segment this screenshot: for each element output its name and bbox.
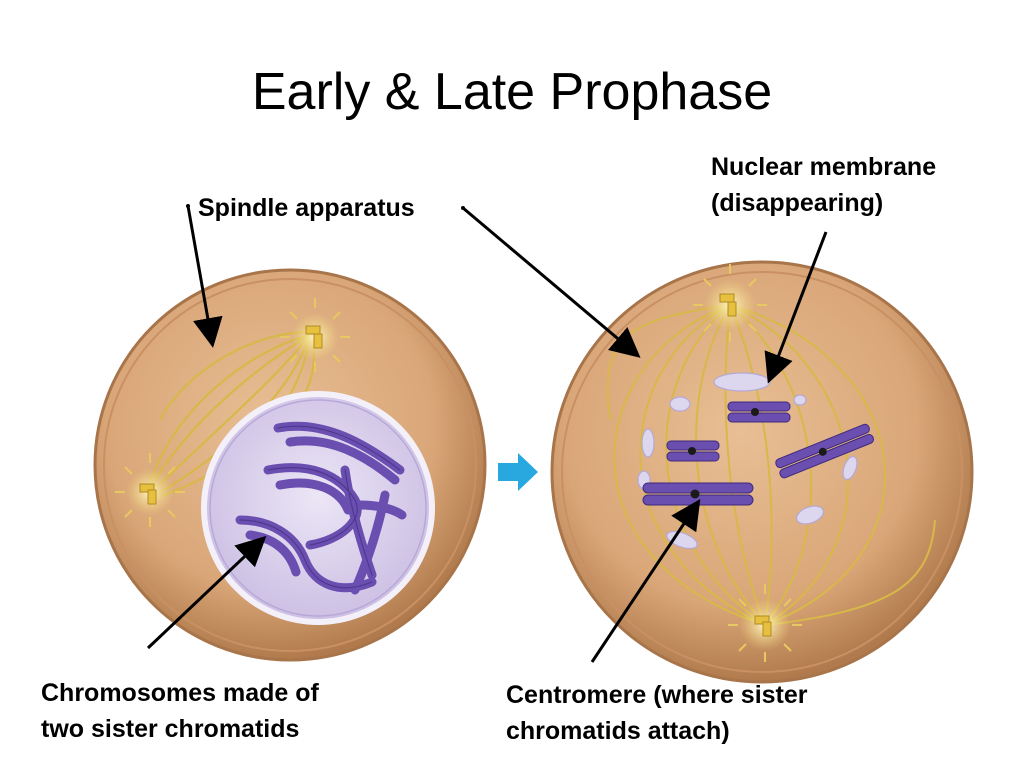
nuclear-membrane-label-line2: (disappearing) bbox=[711, 188, 884, 217]
chromosomes-label: Chromosomes made of two sister chromatid… bbox=[41, 676, 319, 747]
chromatids bbox=[235, 421, 407, 595]
spindle-right-pointer bbox=[462, 206, 641, 358]
cell-body bbox=[550, 260, 974, 684]
nuclear-membrane-label: Nuclear membrane (disappearing) bbox=[711, 150, 936, 221]
centrosome-icon bbox=[693, 264, 767, 342]
chromosomes-label-line1: Chromosomes made of bbox=[41, 679, 319, 707]
centromere-label: Centromere (where sister chromatids atta… bbox=[506, 678, 808, 749]
centrosome-icon bbox=[728, 584, 802, 662]
early-prophase-cell bbox=[93, 268, 487, 662]
spindle-fibers bbox=[606, 304, 936, 626]
centrosome-icon bbox=[115, 453, 185, 527]
membrane-pointer bbox=[764, 231, 828, 384]
condensed-chromosome bbox=[666, 440, 720, 462]
centromere-label-line1: Centromere (where sister bbox=[506, 681, 808, 709]
chromosome-pointer bbox=[146, 535, 267, 650]
centromere-label-line2: chromatids attach) bbox=[506, 716, 730, 745]
cell-membrane bbox=[103, 278, 477, 652]
right-arrow-icon bbox=[498, 453, 538, 491]
pointer-arrows bbox=[146, 205, 828, 663]
centromere-pointer bbox=[590, 499, 701, 663]
slide-title: Early & Late Prophase bbox=[251, 63, 773, 121]
spindle-apparatus-label: Spindle apparatus bbox=[198, 194, 415, 222]
nuclear-membrane-label-line1: Nuclear membrane bbox=[711, 153, 937, 181]
spindle-left-pointer bbox=[186, 205, 223, 348]
condensed-chromosome bbox=[727, 401, 791, 423]
condensed-chromosome bbox=[775, 423, 875, 479]
cell-membrane bbox=[561, 271, 963, 673]
chromosomes-label-line2: two sister chromatids bbox=[41, 714, 300, 743]
centrosome-icon bbox=[280, 298, 350, 372]
late-prophase-cell bbox=[550, 260, 974, 684]
